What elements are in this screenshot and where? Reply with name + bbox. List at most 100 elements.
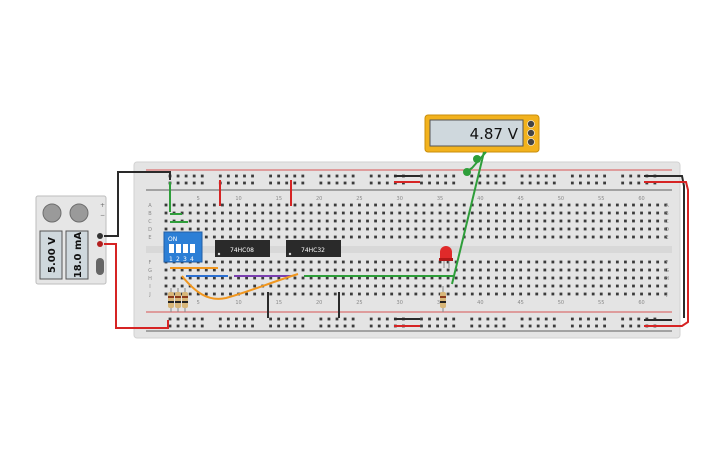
breadboard-hole[interactable]	[503, 260, 506, 264]
breadboard-hole[interactable]	[319, 317, 323, 321]
breadboard-hole[interactable]	[237, 276, 240, 280]
breadboard-hole[interactable]	[615, 203, 619, 207]
breadboard-hole[interactable]	[358, 260, 361, 264]
breadboard-hole[interactable]	[640, 219, 643, 223]
breadboard-hole[interactable]	[317, 268, 321, 272]
breadboard-hole[interactable]	[607, 268, 611, 272]
breadboard-hole[interactable]	[172, 276, 176, 280]
breadboard-hole[interactable]	[559, 227, 563, 231]
breadboard-hole[interactable]	[591, 219, 595, 223]
breadboard-hole[interactable]	[551, 227, 555, 231]
wire-red-supply-bottom[interactable]	[104, 243, 169, 329]
breadboard-hole[interactable]	[349, 260, 353, 264]
breadboard-hole[interactable]	[494, 317, 498, 321]
breadboard-hole[interactable]	[200, 174, 204, 178]
breadboard-hole[interactable]	[607, 260, 611, 264]
breadboard-hole[interactable]	[486, 317, 490, 321]
breadboard-hole[interactable]	[519, 260, 523, 264]
breadboard-hole[interactable]	[543, 260, 547, 264]
breadboard-hole[interactable]	[325, 219, 329, 223]
breadboard-hole[interactable]	[462, 219, 466, 223]
breadboard-hole[interactable]	[632, 219, 635, 223]
breadboard-hole[interactable]	[261, 292, 265, 296]
breadboard-hole[interactable]	[664, 227, 668, 231]
breadboard-hole[interactable]	[212, 276, 216, 280]
breadboard-hole[interactable]	[317, 227, 321, 231]
breadboard-hole[interactable]	[188, 292, 192, 296]
breadboard-hole[interactable]	[567, 284, 571, 288]
breadboard-hole[interactable]	[309, 268, 313, 272]
breadboard-hole[interactable]	[495, 203, 498, 207]
breadboard-hole[interactable]	[470, 235, 474, 239]
breadboard-hole[interactable]	[559, 276, 563, 280]
breadboard-hole[interactable]	[414, 284, 418, 288]
breadboard-hole[interactable]	[237, 284, 240, 288]
breadboard-hole[interactable]	[438, 235, 442, 239]
breadboard-hole[interactable]	[527, 235, 531, 239]
breadboard-hole[interactable]	[430, 268, 434, 272]
breadboard-hole[interactable]	[632, 235, 635, 239]
breadboard-hole[interactable]	[390, 235, 394, 239]
breadboard-hole[interactable]	[390, 211, 394, 215]
breadboard-hole[interactable]	[559, 235, 563, 239]
breadboard-hole[interactable]	[621, 317, 625, 321]
breadboard-hole[interactable]	[269, 276, 273, 280]
breadboard-hole[interactable]	[317, 284, 321, 288]
breadboard-hole[interactable]	[366, 211, 369, 215]
breadboard-hole[interactable]	[595, 181, 598, 185]
probe-tip-1[interactable]	[473, 155, 481, 163]
breadboard-hole[interactable]	[603, 181, 606, 185]
breadboard-hole[interactable]	[212, 211, 216, 215]
breadboard-hole[interactable]	[301, 174, 305, 178]
breadboard-hole[interactable]	[366, 203, 369, 207]
breadboard-hole[interactable]	[349, 292, 353, 296]
breadboard-hole[interactable]	[164, 211, 168, 215]
breadboard-hole[interactable]	[470, 324, 474, 328]
breadboard-hole[interactable]	[261, 276, 265, 280]
breadboard-hole[interactable]	[599, 227, 603, 231]
breadboard-hole[interactable]	[301, 260, 305, 264]
breadboard-hole[interactable]	[487, 211, 490, 215]
resistor-4[interactable]	[440, 286, 446, 312]
breadboard-hole[interactable]	[358, 235, 361, 239]
breadboard-hole[interactable]	[335, 324, 339, 328]
breadboard-hole[interactable]	[277, 203, 281, 207]
breadboard-hole[interactable]	[235, 317, 238, 321]
breadboard-hole[interactable]	[629, 181, 633, 185]
breadboard-hole[interactable]	[640, 276, 643, 280]
breadboard-hole[interactable]	[382, 284, 386, 288]
breadboard-hole[interactable]	[624, 292, 627, 296]
breadboard-hole[interactable]	[269, 211, 273, 215]
breadboard-hole[interactable]	[452, 317, 456, 321]
breadboard-hole[interactable]	[624, 276, 627, 280]
breadboard-hole[interactable]	[406, 276, 410, 280]
breadboard-hole[interactable]	[261, 260, 265, 264]
breadboard-hole[interactable]	[277, 235, 281, 239]
breadboard-hole[interactable]	[333, 227, 337, 231]
breadboard-hole[interactable]	[621, 181, 625, 185]
breadboard-hole[interactable]	[251, 174, 254, 178]
breadboard-hole[interactable]	[374, 203, 377, 207]
breadboard-hole[interactable]	[478, 174, 482, 178]
breadboard-hole[interactable]	[487, 203, 490, 207]
breadboard-hole[interactable]	[551, 235, 555, 239]
breadboard-hole[interactable]	[446, 211, 450, 215]
breadboard-hole[interactable]	[277, 276, 281, 280]
breadboard-hole[interactable]	[317, 260, 321, 264]
breadboard-hole[interactable]	[567, 268, 571, 272]
breadboard-hole[interactable]	[277, 268, 281, 272]
breadboard-hole[interactable]	[245, 268, 248, 272]
breadboard-hole[interactable]	[349, 268, 353, 272]
breadboard-hole[interactable]	[333, 211, 337, 215]
breadboard-hole[interactable]	[245, 227, 248, 231]
breadboard-hole[interactable]	[377, 181, 381, 185]
breadboard-hole[interactable]	[486, 324, 490, 328]
breadboard-hole[interactable]	[536, 174, 540, 178]
breadboard-hole[interactable]	[226, 181, 230, 185]
breadboard-hole[interactable]	[180, 211, 184, 215]
breadboard-hole[interactable]	[317, 203, 321, 207]
breadboard-hole[interactable]	[309, 219, 313, 223]
breadboard-hole[interactable]	[544, 324, 548, 328]
breadboard-hole[interactable]	[535, 203, 539, 207]
breadboard-hole[interactable]	[503, 211, 506, 215]
